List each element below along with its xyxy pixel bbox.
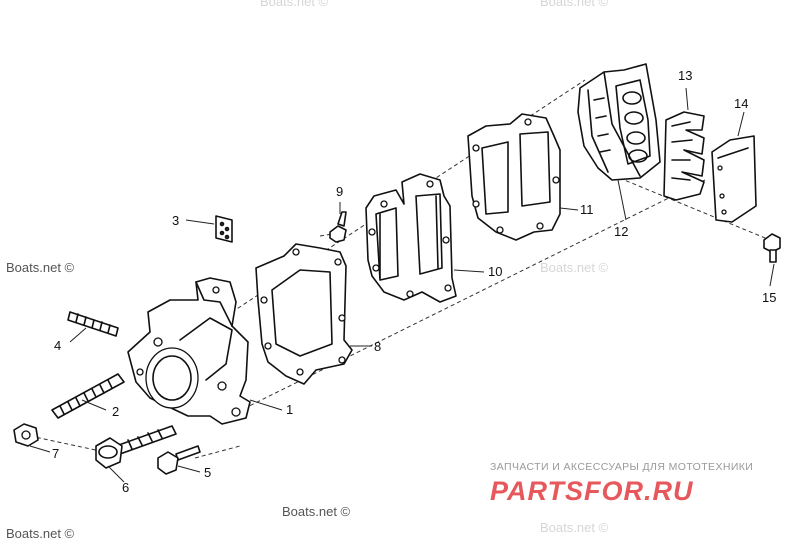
callout-4: 4: [54, 338, 61, 353]
watermark-bottom-center: Boats.net ©: [282, 504, 351, 519]
part-12-reed-cage: [577, 63, 661, 181]
watermark-bottom-right: Boats.net ©: [540, 520, 609, 535]
part-9-screw: [329, 211, 347, 243]
callout-2: 2: [112, 404, 119, 419]
part-15-screw: [763, 233, 781, 263]
callout-1: 1: [286, 402, 293, 417]
part-3-small-plate: [215, 215, 233, 243]
background-watermarks: Boats.net © Boats.net © Boats.net © Boat…: [6, 0, 609, 541]
watermark-bottom-left: Boats.net ©: [6, 526, 75, 541]
callout-13: 13: [678, 68, 692, 83]
watermark-top-2: Boats.net ©: [540, 0, 609, 9]
part-7-hex-nut: [13, 423, 39, 447]
callout-14: 14: [734, 96, 748, 111]
callout-6: 6: [122, 480, 129, 495]
partsfor-promo: ЗАПЧАСТИ И АКСЕССУАРЫ ДЛЯ МОТОТЕХНИКИ PA…: [490, 461, 753, 506]
callout-8: 8: [374, 339, 381, 354]
part-1-reed-housing: [127, 277, 251, 425]
watermark-left: Boats.net ©: [6, 260, 75, 275]
promo-tagline: ЗАПЧАСТИ И АКСЕССУАРЫ ДЛЯ МОТОТЕХНИКИ: [490, 461, 753, 473]
promo-brand-logo: PARTSFOR.RU: [490, 476, 694, 506]
part-13-reed-petal: [663, 111, 705, 201]
callout-15: 15: [762, 290, 776, 305]
callout-5: 5: [204, 465, 211, 480]
callout-3: 3: [172, 213, 179, 228]
part-6-flange-bolt: [95, 425, 177, 469]
callout-7: 7: [52, 446, 59, 461]
part-11-gasket: [467, 113, 561, 241]
watermark-mid: Boats.net ©: [540, 260, 609, 275]
part-5-small-bolt: [157, 445, 201, 475]
callout-11: 11: [580, 202, 594, 217]
callout-labels: 1 2 3 4 5 6 7 8 9 10 11 12 13 14 15: [52, 68, 776, 495]
callout-10: 10: [488, 264, 502, 279]
watermark-top-1: Boats.net ©: [260, 0, 329, 9]
part-2-long-stud: [51, 373, 125, 419]
callout-9: 9: [336, 184, 343, 199]
part-8-gasket: [255, 243, 353, 385]
part-14-reed-stop: [711, 135, 757, 223]
callout-12: 12: [614, 224, 628, 239]
leader-lines: [29, 87, 775, 483]
part-10-reed-plate: [365, 173, 457, 303]
part-4-short-stud: [67, 311, 119, 337]
